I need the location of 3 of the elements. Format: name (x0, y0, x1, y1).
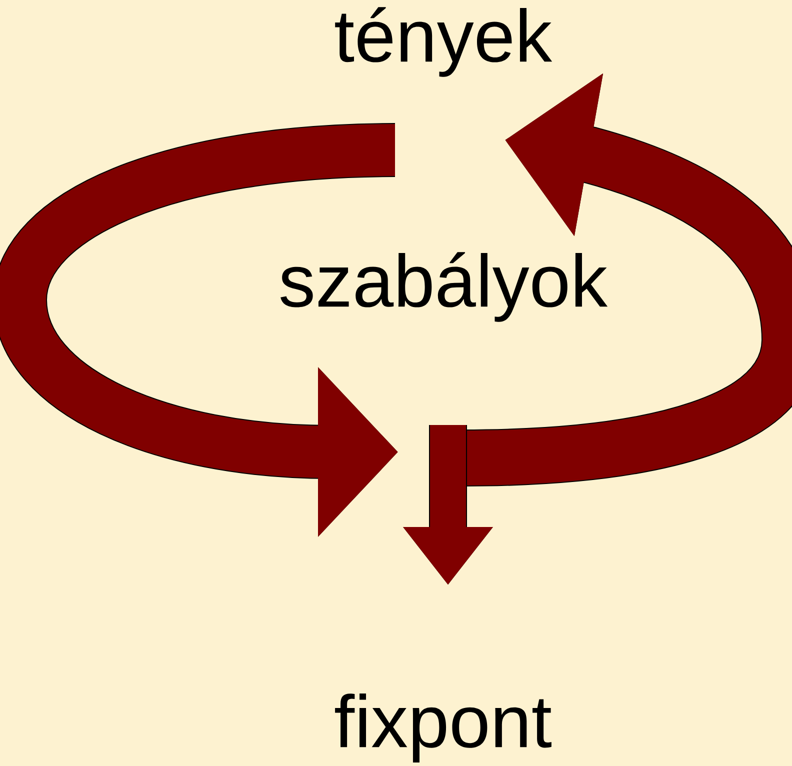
text-label: tények (335, 7, 552, 77)
text-label: fixpont (335, 694, 552, 762)
text-label: szabályok (280, 252, 608, 322)
